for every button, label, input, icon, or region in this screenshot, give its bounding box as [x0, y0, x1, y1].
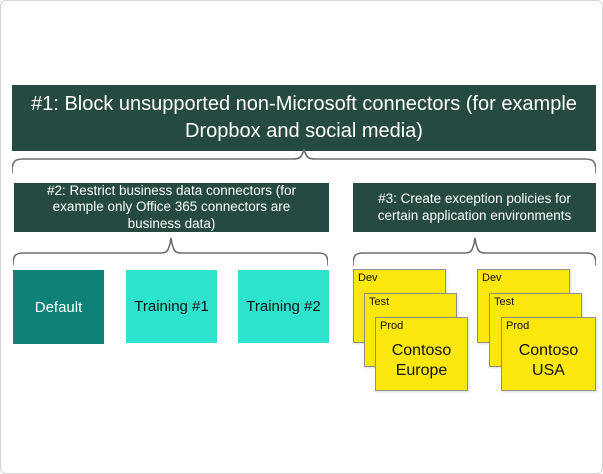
sticky-europe-prod: Prod Contoso Europe: [375, 317, 468, 391]
sticky-europe-dev-label: Dev: [358, 272, 378, 284]
environment-default-box: Default: [13, 270, 104, 344]
policy-3-box: #3: Create exception policies for certai…: [353, 183, 596, 232]
environment-training2-label: Training #2: [246, 298, 321, 315]
brace-under-policy-1: [12, 148, 596, 174]
policy-3-label: #3: Create exception policies for certai…: [377, 191, 572, 223]
environment-training1-box: Training #1: [126, 270, 217, 343]
sticky-usa-prod-body: Contoso USA: [518, 342, 579, 379]
policy-1-label: #1: Block unsupported non-Microsoft conn…: [31, 93, 577, 142]
sticky-europe-test-label: Test: [369, 296, 390, 308]
sticky-usa-prod-label: Prod: [506, 320, 530, 332]
policy-2-box: #2: Restrict business data connectors (f…: [14, 183, 329, 232]
environment-training1-label: Training #1: [134, 298, 209, 315]
policy-2-label: #2: Restrict business data connectors (f…: [46, 182, 297, 231]
sticky-europe-prod-body: Contoso Europe: [391, 342, 452, 379]
sticky-usa-test-label: Test: [494, 296, 515, 308]
sticky-europe-prod-label: Prod: [380, 320, 404, 332]
policy-1-box: #1: Block unsupported non-Microsoft conn…: [12, 85, 596, 151]
brace-under-policy-3: [353, 237, 596, 266]
brace-under-policy-2: [13, 237, 328, 266]
environment-training2-box: Training #2: [238, 270, 329, 343]
environment-default-label: Default: [34, 298, 83, 316]
sticky-usa-dev-label: Dev: [482, 272, 502, 284]
sticky-usa-prod: Prod Contoso USA: [501, 317, 596, 391]
